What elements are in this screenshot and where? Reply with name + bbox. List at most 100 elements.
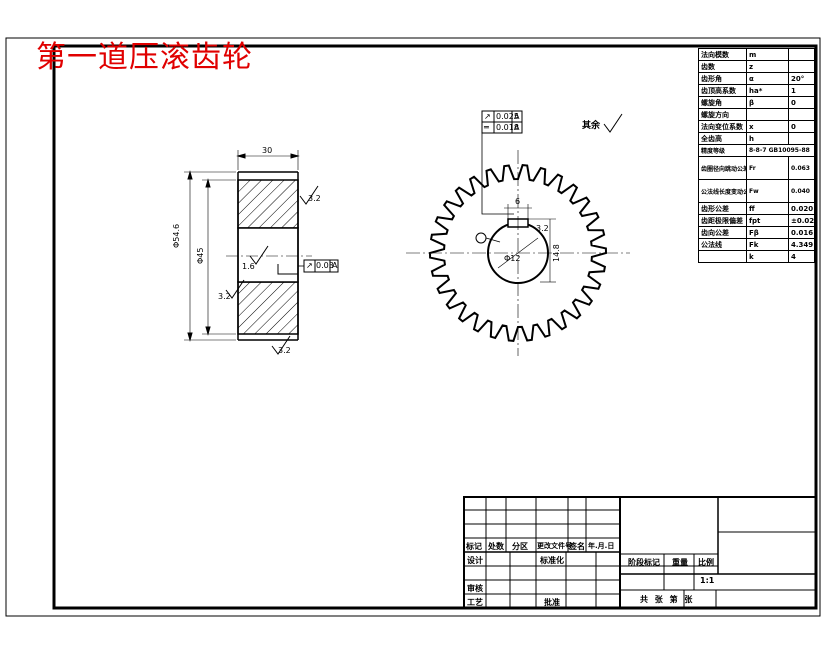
- param-symbol: Fk: [746, 238, 789, 251]
- width-dimension: 30: [262, 146, 273, 155]
- param-value: 0.063: [788, 156, 815, 180]
- param-value: [788, 48, 815, 61]
- param-name: 齿顶高系数: [698, 84, 747, 97]
- revision-header-count: 处数: [488, 542, 504, 551]
- title-block-grid: [463, 496, 817, 609]
- param-name: 全齿高: [698, 132, 747, 145]
- scale-value: 1:1: [700, 576, 715, 585]
- param-symbol: 8-8-7 GB10095-88: [746, 144, 815, 157]
- param-symbol: h: [746, 132, 789, 145]
- param-symbol: α: [746, 72, 789, 85]
- page-title: 第一道压滚齿轮: [36, 40, 253, 75]
- keyway-width-dimension: 6: [515, 197, 521, 206]
- param-symbol: β: [746, 96, 789, 109]
- keyway-roughness: 3.2: [536, 224, 549, 233]
- param-symbol: Fw: [746, 179, 789, 203]
- param-symbol: [746, 108, 789, 121]
- inner-frame: [52, 44, 818, 610]
- param-value: [788, 108, 815, 121]
- outer-frame: [5, 37, 821, 617]
- param-name: 法向变位系数: [698, 120, 747, 133]
- side-section-view: [184, 150, 339, 355]
- param-name: 螺旋方向: [698, 108, 747, 121]
- tolerance-datum: A: [514, 112, 520, 121]
- param-symbol: Fr: [746, 156, 789, 180]
- param-name: 公法线长度变动公差: [698, 179, 747, 203]
- roughness-value: 3.2: [218, 292, 231, 301]
- param-symbol: ha*: [746, 84, 789, 97]
- review-label: 审核: [467, 584, 483, 593]
- approve-label: 批准: [544, 598, 560, 607]
- keyway-depth-dimension: 14.8: [552, 244, 561, 262]
- weight-label: 重量: [672, 558, 688, 567]
- tolerance-datum: A: [514, 123, 520, 132]
- runout-symbol: ↗: [306, 261, 313, 270]
- roughness-value: 3.2: [278, 346, 291, 355]
- tolerance-symbol: ↗: [484, 112, 491, 121]
- param-name: 齿圈径向跳动公差: [698, 156, 747, 180]
- bore-diameter-dimension: Φ12: [504, 254, 521, 263]
- tolerance-symbol: ═: [484, 123, 489, 132]
- tolerance-value: 0.025: [496, 112, 519, 121]
- revision-header-doc: 更改文件号: [537, 542, 572, 550]
- param-value: [788, 132, 815, 145]
- param-symbol: k: [746, 250, 789, 263]
- param-name: [698, 250, 747, 263]
- param-value: [788, 60, 815, 73]
- param-name: 法向模数: [698, 48, 747, 61]
- revision-header-zone: 分区: [512, 542, 528, 551]
- roughness-value: 3.2: [308, 194, 321, 203]
- revision-header-sign: 签名: [569, 542, 585, 551]
- param-value: 0: [788, 120, 815, 133]
- param-value: 0.020: [788, 202, 815, 215]
- stage-mark-label: 阶段标记: [628, 558, 660, 567]
- runout-datum: A: [332, 261, 338, 270]
- param-value: 0.040: [788, 179, 815, 203]
- param-name: 公法线: [698, 238, 747, 251]
- param-name: 齿向公差: [698, 226, 747, 239]
- param-value: 20°: [788, 72, 815, 85]
- param-value: ±0.020: [788, 214, 815, 227]
- param-symbol: Fβ: [746, 226, 789, 239]
- param-value: 0.016: [788, 226, 815, 239]
- roughness-other-note: 其余: [582, 121, 601, 131]
- outer-diameter-dimension: Φ54.6: [172, 223, 181, 248]
- roughness-value: 1.6: [242, 262, 255, 271]
- param-value: 1: [788, 84, 815, 97]
- param-name: 齿形角: [698, 72, 747, 85]
- gear-front-view: [406, 110, 630, 356]
- param-name: 螺旋角: [698, 96, 747, 109]
- scale-label: 比例: [698, 558, 714, 567]
- design-label: 设计: [467, 556, 483, 565]
- param-name: 齿形公差: [698, 202, 747, 215]
- process-label: 工艺: [467, 598, 483, 607]
- revision-header-mark: 标记: [466, 542, 482, 551]
- param-symbol: x: [746, 120, 789, 133]
- param-row: 螺旋方向: [698, 108, 815, 121]
- param-value: 4: [788, 250, 815, 263]
- param-row: 公法线长度变动公差Fw0.040: [698, 179, 815, 203]
- param-symbol: m: [746, 48, 789, 61]
- param-value: 4.349: [788, 238, 815, 251]
- param-name: 齿数: [698, 60, 747, 73]
- runout-value: 0.03: [316, 261, 334, 270]
- param-name: 齿距极限偏差: [698, 214, 747, 227]
- param-symbol: ff: [746, 202, 789, 215]
- param-symbol: z: [746, 60, 789, 73]
- standardize-label: 标准化: [540, 556, 564, 565]
- revision-header-date: 年.月.日: [588, 542, 615, 550]
- param-symbol: fpt: [746, 214, 789, 227]
